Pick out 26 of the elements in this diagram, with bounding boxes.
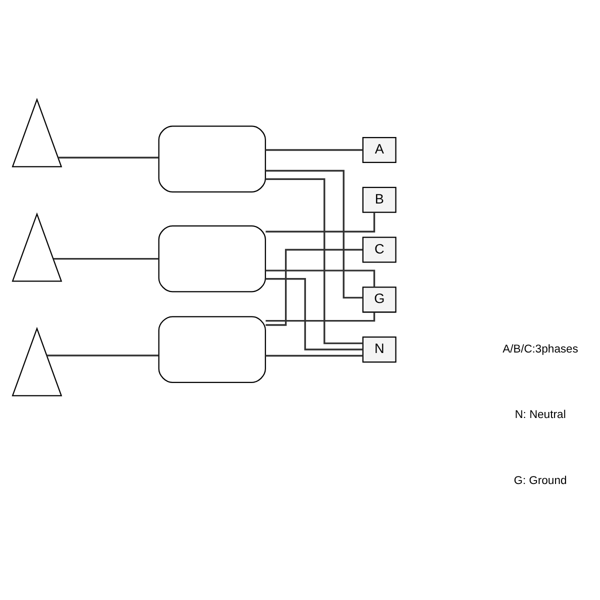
node-box (158, 125, 266, 192)
node-picture (12, 97, 62, 167)
node-box: A (362, 136, 396, 163)
connector (53, 257, 159, 260)
connector (46, 354, 159, 356)
node-picture (12, 326, 62, 396)
node-picture (12, 212, 62, 282)
label: A/B/C:3phases (502, 342, 578, 355)
connector (266, 178, 363, 344)
connector (266, 354, 363, 356)
label: G: Ground (514, 474, 567, 486)
connector (266, 248, 363, 326)
connector (266, 148, 363, 150)
node-box: N (362, 336, 396, 362)
connector (266, 278, 363, 350)
node-box (158, 224, 266, 292)
connector (266, 312, 376, 322)
node-box: G (362, 286, 396, 312)
connector (266, 169, 363, 298)
label: N: Neutral (514, 408, 566, 421)
node-box (158, 316, 266, 382)
connector (266, 269, 376, 287)
connector (266, 212, 376, 232)
node-box: B (362, 186, 396, 212)
node-box: C (362, 236, 396, 262)
connector (58, 156, 159, 158)
